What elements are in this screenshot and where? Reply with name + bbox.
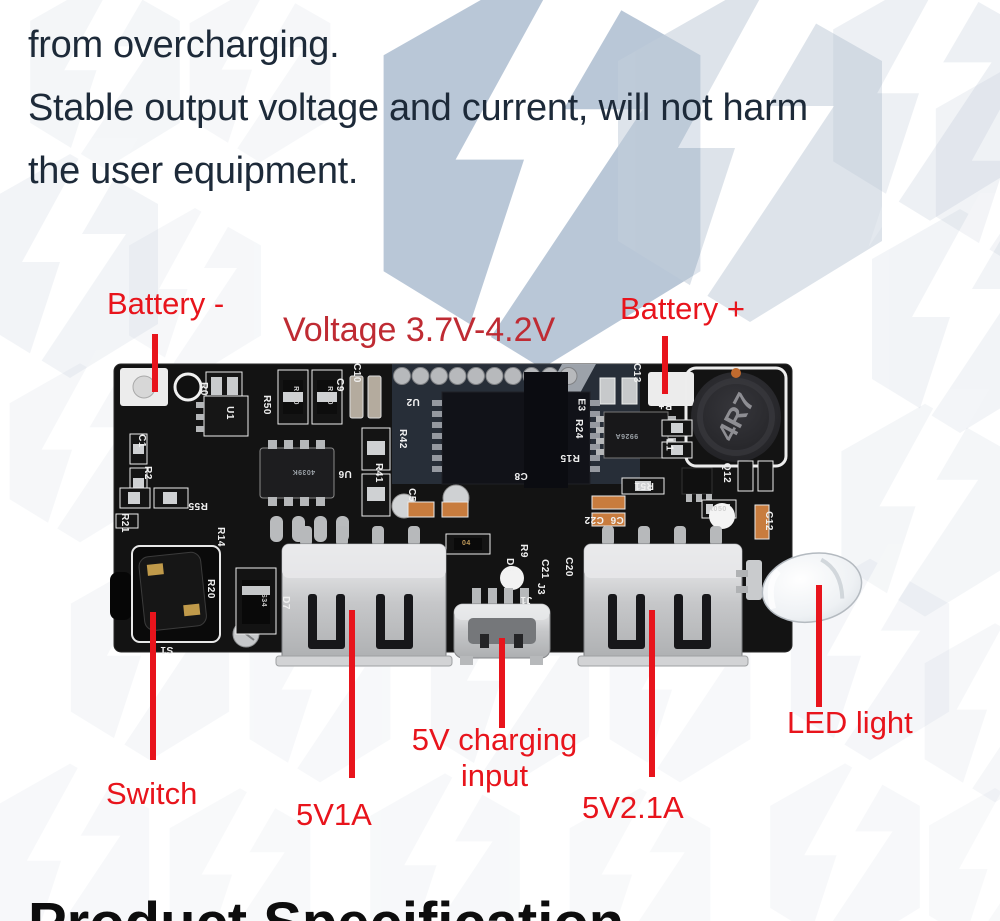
led-callout-line	[816, 585, 822, 707]
pcb-silkscreen-label: R55	[188, 500, 208, 511]
charging-input-callout-line	[499, 638, 505, 728]
pcb-silkscreen-label: C20	[562, 557, 574, 577]
usb2-label: 5V2.1A	[582, 790, 684, 825]
pcb-diode-d7	[235, 567, 277, 635]
pcb-silkscreen-label: R9	[517, 544, 529, 558]
pcb-silkscreen-label: R050	[708, 506, 727, 513]
pcb-silkscreen-label: R0	[197, 382, 209, 396]
pcb-photo: 4R7	[110, 356, 870, 691]
led-label: LED light	[787, 705, 913, 740]
pcb-silkscreen-label: R15	[560, 452, 580, 463]
pcb-transistor-q12	[681, 467, 713, 502]
usb1-callout-line	[349, 610, 355, 778]
pcb-ic-u6	[259, 440, 335, 506]
switch-callout-line	[150, 612, 156, 760]
pcb-silkscreen-label: R51	[634, 480, 654, 491]
pcb-ic-u1	[196, 395, 249, 437]
pcb-silkscreen-label: J3	[535, 582, 547, 596]
charging-input-label: 5V charging input	[392, 722, 597, 794]
pcb-silkscreen-label: C1	[135, 434, 147, 448]
led-bulb	[736, 552, 863, 623]
charging-input-line1: 5V charging	[411, 722, 578, 757]
description-line: Stable output voltage and current, will …	[28, 87, 808, 129]
battery-plus-label: Battery +	[620, 291, 745, 326]
pcb-diode-small	[445, 533, 491, 555]
pcb-silkscreen-label: D7	[279, 596, 291, 610]
pcb-silkscreen-label: 04	[462, 540, 471, 547]
description-line: from overcharging.	[28, 24, 340, 66]
pcb-silkscreen-label: 9926A	[615, 432, 639, 439]
pcb-main-ic	[432, 372, 600, 488]
pcb-silkscreen-label: C6	[610, 514, 624, 525]
pcb-silkscreen-label: B+	[658, 400, 673, 411]
pcb-plated-hole	[173, 372, 203, 402]
pcb-silkscreen-label: Q12	[721, 462, 733, 484]
pcb-silkscreen-label: U1	[223, 406, 235, 420]
pcb-silkscreen-label: U2	[406, 396, 420, 407]
battery-minus-callout-line	[152, 334, 158, 392]
pcb-silkscreen-label: S1	[160, 644, 174, 655]
voltage-label: Voltage 3.7V-4.2V	[283, 311, 556, 349]
charging-input-line2: input	[460, 758, 529, 793]
pcb-silkscreen-label: R050	[325, 386, 333, 405]
pcb-silkscreen-label: C10	[350, 363, 362, 383]
pcb-resistor	[115, 487, 189, 529]
pcb-capacitor	[407, 501, 469, 518]
pcb-resistor	[277, 369, 343, 425]
pcb-white-dot	[709, 503, 735, 529]
pcb-silkscreen-label: SS34	[260, 587, 268, 608]
pcb-silkscreen-label: R41	[372, 463, 384, 483]
pcb-silkscreen-label: 4039K	[292, 468, 316, 475]
pcb-silkscreen-label: C13	[630, 363, 642, 383]
usb1-label: 5V1A	[296, 797, 372, 832]
pcb-resistor	[361, 427, 391, 517]
pcb-resistor	[661, 419, 693, 459]
pcb-capacitor	[591, 495, 770, 540]
pcb-silkscreen-label: R21	[118, 513, 130, 533]
pcb-battery-plus-pad	[599, 372, 694, 406]
description-text: from overcharging. Stable output voltage…	[28, 14, 808, 203]
description-line: the user equipment.	[28, 150, 359, 192]
pcb-silkscreen-label: C12	[762, 511, 774, 531]
pcb-capacitor	[349, 375, 382, 419]
pcb-silkscreen-label: C21	[538, 559, 550, 579]
pcb-silkscreen-label: D6	[503, 558, 515, 572]
pcb-silkscreen-label: R2	[141, 466, 153, 480]
pcb-silkscreen-label: R24	[572, 419, 584, 439]
pcb-white-dot	[500, 566, 524, 590]
pcb-silkscreen-label: C9	[333, 378, 345, 392]
pcb-silkscreen-label: R20	[204, 579, 216, 599]
battery-plus-callout-line	[662, 336, 668, 394]
pcb-inductor: 4R7	[684, 366, 788, 468]
pcb-silkscreen-label: R14	[214, 527, 226, 547]
switch-label: Switch	[106, 776, 198, 811]
pcb-silkscreen-label: U6	[338, 468, 352, 479]
pcb-silkscreen-label: E3	[575, 398, 587, 412]
micro-usb-port	[453, 588, 551, 665]
section-title: Product Specification	[28, 890, 624, 921]
pcb-graphic: 4R7	[110, 363, 863, 667]
battery-minus-label: Battery -	[107, 286, 225, 321]
pcb-silkscreen-label: L1	[663, 438, 675, 452]
usb-port-2	[577, 526, 749, 667]
pcb-silkscreen-label: C22	[584, 514, 604, 525]
pcb-silkscreen-label: C5	[405, 488, 417, 502]
pcb-silkscreen-label: C8	[514, 470, 528, 481]
usb-port-1	[275, 526, 453, 667]
pcb-silkscreen-label: R050	[291, 386, 299, 405]
pcb-silkscreen-label: J1	[520, 594, 533, 605]
pcb-silkscreen-label: R42	[396, 429, 408, 449]
pcb-silkscreen-label: R50	[260, 395, 272, 415]
usb2-callout-line	[649, 610, 655, 777]
pcb-battery-minus-pad	[120, 368, 168, 406]
